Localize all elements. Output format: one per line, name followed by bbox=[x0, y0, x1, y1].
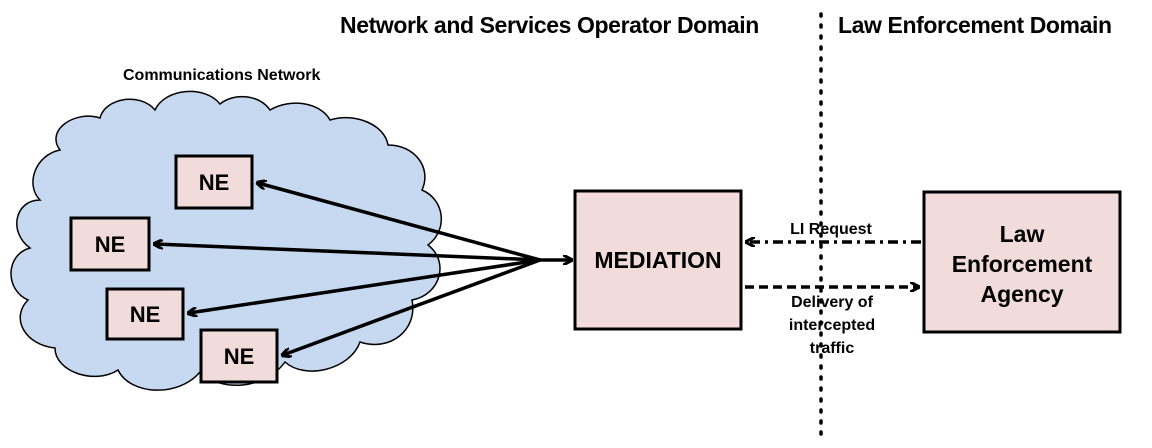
mediation-label: MEDIATION bbox=[594, 247, 721, 273]
network-element-label: NE bbox=[224, 344, 255, 369]
network-element-1: NE bbox=[174, 154, 254, 210]
arrow-to-ne-1 bbox=[258, 183, 541, 262]
delivery-label-line-2: intercepted bbox=[789, 317, 875, 334]
communications-network-label: Communications Network bbox=[123, 67, 320, 84]
agency-label-line-2: Enforcement bbox=[952, 251, 1093, 277]
operator-domain-header: Network and Services Operator Domain bbox=[340, 12, 759, 38]
agency-label-line-3: Agency bbox=[980, 281, 1063, 307]
delivery-label-line-3: traffic bbox=[810, 340, 855, 357]
network-element-label: NE bbox=[130, 302, 161, 327]
li-request-label: LI Request bbox=[790, 221, 872, 238]
network-element-4: NE bbox=[199, 328, 279, 384]
network-element-label: NE bbox=[95, 232, 126, 257]
network-element-3: NE bbox=[105, 287, 185, 341]
mediation-box: MEDIATION bbox=[573, 189, 743, 331]
arrow-to-ne-3 bbox=[189, 258, 541, 313]
law-enforcement-agency-box: Law Enforcement Agency bbox=[922, 190, 1122, 334]
delivery-label-line-1: Delivery of bbox=[791, 294, 873, 311]
agency-label-line-1: Law bbox=[1000, 221, 1045, 247]
law-enforcement-domain-header: Law Enforcement Domain bbox=[838, 12, 1112, 38]
network-element-2: NE bbox=[69, 216, 151, 272]
arrow-to-ne-4 bbox=[283, 258, 541, 355]
network-element-label: NE bbox=[199, 170, 230, 195]
arrow-to-ne-2 bbox=[155, 244, 541, 262]
